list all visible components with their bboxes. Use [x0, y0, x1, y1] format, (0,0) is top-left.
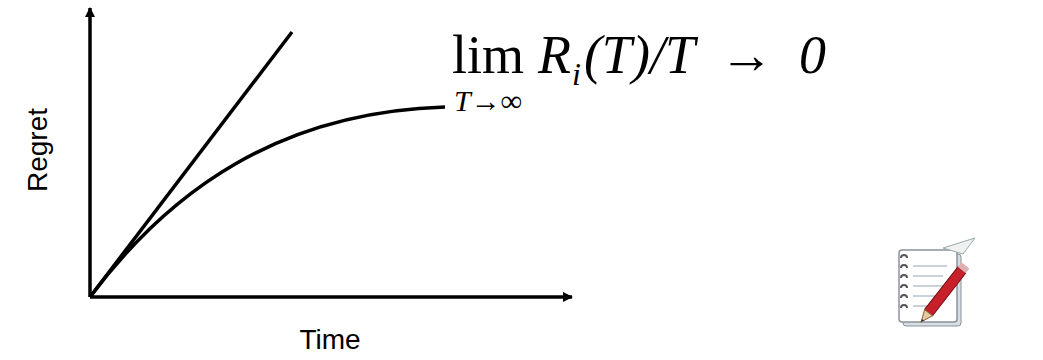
formula-symbol: R — [538, 28, 571, 82]
y-axis — [88, 8, 92, 297]
formula-lim: lim — [452, 28, 524, 82]
formula-rest: (T)/T → 0 — [584, 28, 826, 82]
sublinear-regret-curve — [90, 107, 445, 297]
y-axis-label: Regret — [24, 108, 52, 192]
formula-limit-subscript: T→∞ — [454, 86, 522, 116]
x-axis — [90, 295, 572, 299]
formula-index: i — [572, 58, 581, 90]
notepad-icon — [899, 238, 975, 326]
x-axis-label: Time — [299, 326, 360, 354]
